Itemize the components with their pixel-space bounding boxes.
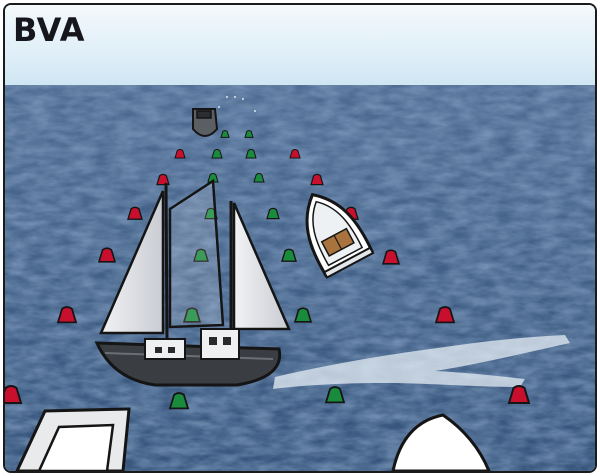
red-buoy xyxy=(56,306,78,324)
own-boat-bow-left xyxy=(15,407,131,471)
red-buoy xyxy=(289,149,301,159)
buoy-group xyxy=(5,130,531,410)
white-motorboat xyxy=(305,192,375,279)
red-buoy xyxy=(434,306,456,324)
sea-texture xyxy=(5,83,595,471)
green-buoy xyxy=(211,149,223,159)
red-buoy xyxy=(174,149,186,159)
green-buoy xyxy=(244,130,254,138)
green-buoy xyxy=(281,248,297,262)
red-buoy xyxy=(310,173,324,186)
green-buoy xyxy=(168,392,190,410)
harbor-scene xyxy=(5,82,595,471)
red-buoy xyxy=(156,173,170,186)
red-buoy xyxy=(507,385,531,404)
green-buoy xyxy=(324,386,346,404)
green-buoy xyxy=(266,207,280,220)
green-buoy xyxy=(293,307,313,323)
green-buoy xyxy=(207,173,219,183)
green-buoy xyxy=(193,248,209,262)
own-boat-bow-right xyxy=(391,413,491,471)
green-buoy xyxy=(253,173,265,183)
distant-motorboat xyxy=(192,108,219,137)
distant-dots xyxy=(218,96,256,112)
boat-wake xyxy=(273,335,570,389)
page-title: BVA xyxy=(13,11,85,49)
red-buoy xyxy=(381,249,401,265)
green-buoy xyxy=(245,149,257,159)
green-buoy xyxy=(220,130,230,138)
sailing-schooner xyxy=(94,178,291,387)
illustration-frame: BVA xyxy=(3,3,597,473)
red-buoy xyxy=(127,206,143,220)
sky xyxy=(5,5,595,85)
green-buoy xyxy=(182,307,202,323)
red-buoy xyxy=(97,247,117,263)
red-buoy xyxy=(5,385,23,404)
